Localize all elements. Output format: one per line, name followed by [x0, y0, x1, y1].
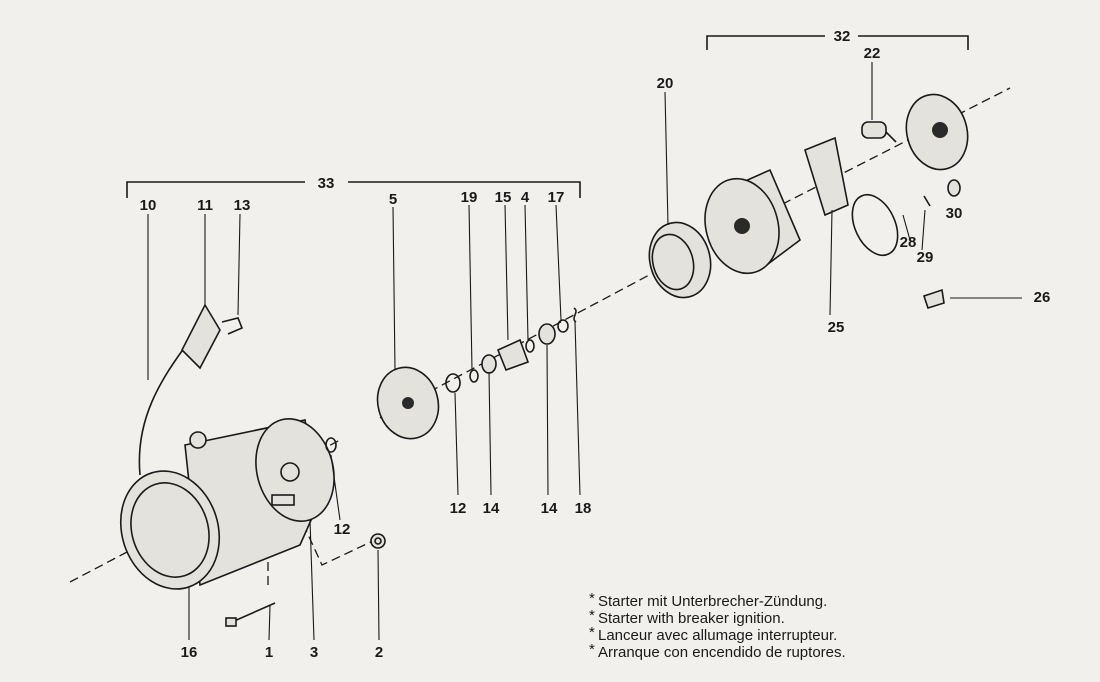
- condenser-22: [861, 121, 897, 143]
- cover-plate-3: [255, 418, 335, 522]
- washer-14-left: [481, 354, 497, 374]
- washer-14-right: [538, 323, 556, 345]
- callout-20: 20: [657, 75, 674, 92]
- callout-25: 25: [828, 319, 845, 336]
- legend-line-en: Starter with breaker ignition.: [598, 610, 785, 627]
- clip-13: [221, 317, 244, 335]
- washer-12-left: [325, 437, 337, 453]
- callout-32: 32: [834, 28, 851, 45]
- screw-1: [225, 602, 276, 627]
- cap-26: [922, 288, 945, 309]
- screw-29: [923, 195, 931, 207]
- legend-marker: *: [589, 641, 595, 658]
- spring-19: [469, 369, 479, 383]
- callout-14-right: 14: [541, 500, 558, 517]
- callout-5: 5: [389, 191, 397, 208]
- callout-4: 4: [521, 189, 530, 206]
- clip-18: [573, 307, 577, 323]
- callout-16: 16: [181, 644, 198, 661]
- flywheel: [704, 168, 801, 275]
- callout-11: 11: [197, 197, 213, 214]
- callout-19: 19: [461, 189, 478, 206]
- starter-cup-20: [648, 221, 712, 299]
- legend-marker: *: [589, 607, 595, 624]
- ignition-coil-25: [804, 136, 849, 217]
- legend-line-fr: Lanceur avec allumage interrupteur.: [598, 627, 837, 644]
- nut-2: [370, 533, 386, 549]
- pawl-15: [496, 338, 530, 372]
- legend-marker: *: [589, 624, 595, 641]
- wire-loop-28: [851, 193, 899, 257]
- washer-12: [445, 373, 461, 393]
- callout-30: 30: [946, 205, 963, 222]
- callout-29: 29: [917, 249, 934, 266]
- callout-13: 13: [234, 197, 251, 214]
- callout-26: 26: [1034, 289, 1051, 306]
- leader-lines: [147, 62, 1022, 641]
- pulley-5: [376, 366, 440, 440]
- callout-1: 1: [265, 644, 273, 661]
- callout-28: 28: [900, 234, 917, 251]
- legend: * Starter mit Unterbrecher-Zündung. * St…: [589, 590, 846, 661]
- legend-marker: *: [589, 590, 595, 607]
- bracket-32: [706, 35, 969, 50]
- callout-18: 18: [575, 500, 592, 517]
- starter-grip-11: [181, 303, 221, 370]
- callout-15: 15: [495, 189, 512, 206]
- breaker-plate: [905, 93, 969, 171]
- legend-line-es: Arranque con encendido de ruptores.: [598, 644, 846, 661]
- nut-30: [947, 179, 961, 197]
- star-washer-17: [557, 319, 569, 333]
- callout-14-left: 14: [483, 500, 500, 517]
- callout-22: 22: [864, 45, 881, 62]
- callout-12: 12: [450, 500, 467, 517]
- legend-line-de: Starter mit Unterbrecher-Zündung.: [598, 593, 827, 610]
- callout-17: 17: [548, 189, 565, 206]
- starter-rope-10: [138, 339, 191, 476]
- callout-33: 33: [318, 175, 335, 192]
- callout-10: 10: [140, 197, 157, 214]
- callout-12-left: 12: [334, 521, 351, 538]
- bracket-33: [126, 181, 581, 198]
- ring-4: [525, 339, 535, 353]
- callout-3: 3: [310, 644, 318, 661]
- callout-2: 2: [375, 644, 383, 661]
